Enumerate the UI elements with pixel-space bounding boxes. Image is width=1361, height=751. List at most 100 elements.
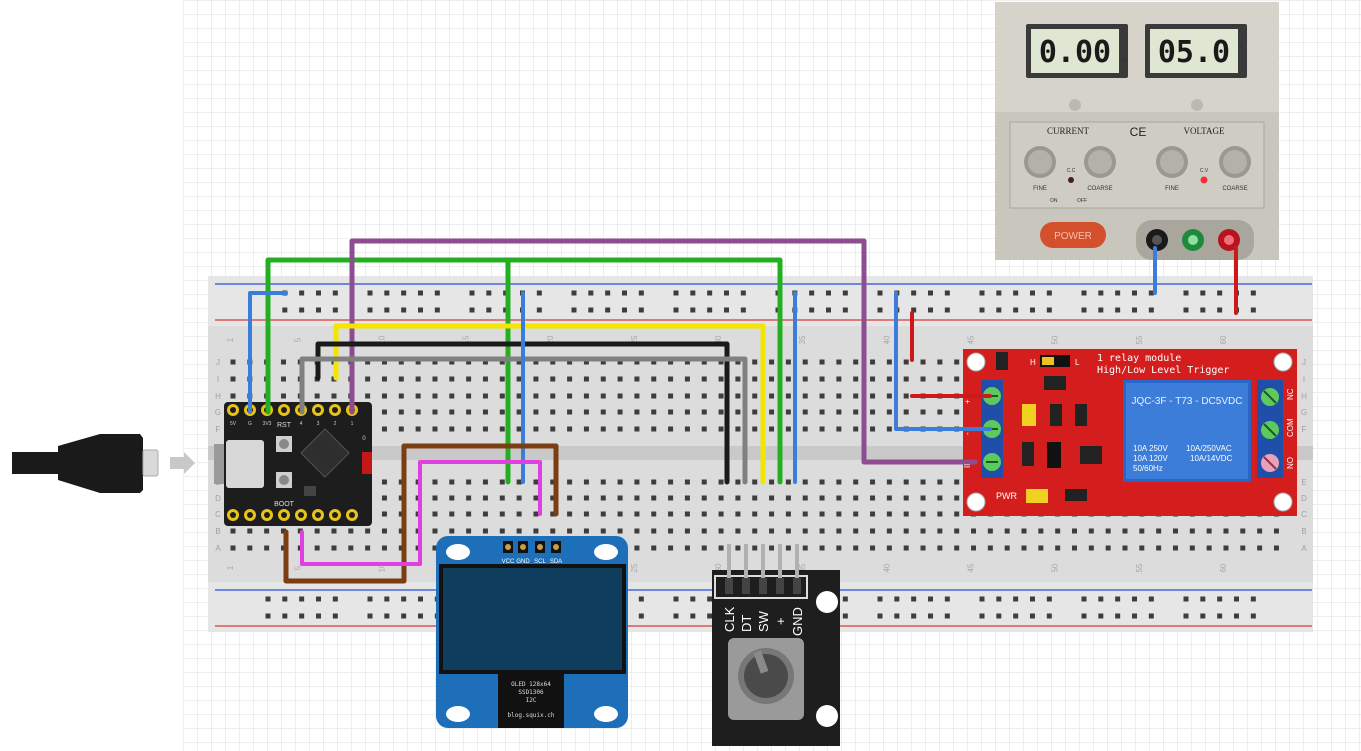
breadboard-hole[interactable]	[381, 545, 387, 551]
breadboard-hole[interactable]	[466, 359, 472, 365]
breadboard-hole[interactable]	[836, 409, 842, 415]
breadboard-hole[interactable]	[651, 495, 657, 501]
rail-hole[interactable]	[367, 613, 373, 619]
rail-hole[interactable]	[434, 307, 440, 313]
rail-hole[interactable]	[944, 613, 950, 619]
breadboard-hole[interactable]	[398, 409, 404, 415]
breadboard-hole[interactable]	[903, 528, 909, 534]
psu-knob[interactable]	[1024, 146, 1056, 178]
rail-hole[interactable]	[1148, 613, 1154, 619]
breadboard-hole[interactable]	[482, 376, 488, 382]
breadboard-hole[interactable]	[769, 393, 775, 399]
breadboard-hole[interactable]	[449, 479, 455, 485]
breadboard-hole[interactable]	[785, 495, 791, 501]
breadboard-hole[interactable]	[971, 545, 977, 551]
breadboard-hole[interactable]	[1273, 545, 1279, 551]
breadboard-hole[interactable]	[886, 359, 892, 365]
rail-hole[interactable]	[894, 596, 900, 602]
breadboard-hole[interactable]	[819, 495, 825, 501]
breadboard-hole[interactable]	[819, 479, 825, 485]
breadboard-hole[interactable]	[482, 479, 488, 485]
breadboard-hole[interactable]	[516, 528, 522, 534]
breadboard-hole[interactable]	[381, 511, 387, 517]
breadboard-hole[interactable]	[432, 426, 438, 432]
breadboard-hole[interactable]	[617, 511, 623, 517]
rail-hole[interactable]	[1183, 307, 1189, 313]
breadboard-hole[interactable]	[735, 409, 741, 415]
rail-hole[interactable]	[384, 613, 390, 619]
breadboard-hole[interactable]	[365, 376, 371, 382]
breadboard-hole[interactable]	[331, 393, 337, 399]
rail-hole[interactable]	[332, 596, 338, 602]
breadboard-hole[interactable]	[550, 393, 556, 399]
breadboard-hole[interactable]	[853, 409, 859, 415]
breadboard-hole[interactable]	[567, 376, 573, 382]
breadboard-hole[interactable]	[381, 426, 387, 432]
rail-hole[interactable]	[588, 307, 594, 313]
rail-hole[interactable]	[1081, 290, 1087, 296]
breadboard-hole[interactable]	[617, 376, 623, 382]
breadboard-hole[interactable]	[785, 479, 791, 485]
breadboard-hole[interactable]	[432, 545, 438, 551]
rail-hole[interactable]	[1148, 307, 1154, 313]
breadboard-hole[interactable]	[466, 528, 472, 534]
breadboard-hole[interactable]	[735, 359, 741, 365]
breadboard-hole[interactable]	[954, 376, 960, 382]
breadboard-hole[interactable]	[415, 359, 421, 365]
breadboard-hole[interactable]	[701, 409, 707, 415]
breadboard-hole[interactable]	[802, 495, 808, 501]
breadboard-hole[interactable]	[432, 495, 438, 501]
breadboard-hole[interactable]	[550, 359, 556, 365]
breadboard-hole[interactable]	[971, 528, 977, 534]
psu-terminal-positive[interactable]	[1218, 229, 1240, 251]
breadboard-hole[interactable]	[533, 359, 539, 365]
breadboard-hole[interactable]	[533, 376, 539, 382]
breadboard-hole[interactable]	[785, 376, 791, 382]
rail-hole[interactable]	[1013, 307, 1019, 313]
breadboard-hole[interactable]	[348, 528, 354, 534]
breadboard-hole[interactable]	[870, 409, 876, 415]
breadboard-hole[interactable]	[937, 528, 943, 534]
breadboard-hole[interactable]	[987, 545, 993, 551]
breadboard-hole[interactable]	[684, 528, 690, 534]
breadboard-hole[interactable]	[853, 393, 859, 399]
rail-hole[interactable]	[401, 290, 407, 296]
rail-hole[interactable]	[299, 307, 305, 313]
breadboard-hole[interactable]	[735, 393, 741, 399]
breadboard-hole[interactable]	[684, 479, 690, 485]
rail-hole[interactable]	[1131, 613, 1137, 619]
rail-hole[interactable]	[1098, 290, 1104, 296]
breadboard-hole[interactable]	[466, 495, 472, 501]
breadboard-hole[interactable]	[819, 393, 825, 399]
breadboard-hole[interactable]	[432, 393, 438, 399]
breadboard-hole[interactable]	[870, 495, 876, 501]
breadboard-hole[interactable]	[668, 479, 674, 485]
breadboard-hole[interactable]	[752, 426, 758, 432]
breadboard-hole[interactable]	[533, 426, 539, 432]
breadboard-hole[interactable]	[415, 426, 421, 432]
breadboard-hole[interactable]	[668, 409, 674, 415]
breadboard-hole[interactable]	[314, 545, 320, 551]
rail-hole[interactable]	[1098, 307, 1104, 313]
breadboard-hole[interactable]	[954, 359, 960, 365]
breadboard-hole[interactable]	[634, 479, 640, 485]
breadboard-hole[interactable]	[415, 376, 421, 382]
breadboard-hole[interactable]	[482, 359, 488, 365]
breadboard-hole[interactable]	[617, 359, 623, 365]
breadboard-hole[interactable]	[381, 479, 387, 485]
breadboard-hole[interactable]	[398, 495, 404, 501]
rail-hole[interactable]	[740, 290, 746, 296]
rail-hole[interactable]	[265, 596, 271, 602]
breadboard-hole[interactable]	[499, 359, 505, 365]
breadboard-hole[interactable]	[668, 528, 674, 534]
power-button[interactable]	[1040, 222, 1106, 248]
breadboard-hole[interactable]	[718, 376, 724, 382]
breadboard-hole[interactable]	[836, 511, 842, 517]
breadboard-hole[interactable]	[567, 511, 573, 517]
breadboard-hole[interactable]	[920, 376, 926, 382]
breadboard-hole[interactable]	[398, 511, 404, 517]
rail-hole[interactable]	[673, 613, 679, 619]
breadboard-hole[interactable]	[415, 393, 421, 399]
breadboard-hole[interactable]	[819, 359, 825, 365]
breadboard-hole[interactable]	[617, 495, 623, 501]
